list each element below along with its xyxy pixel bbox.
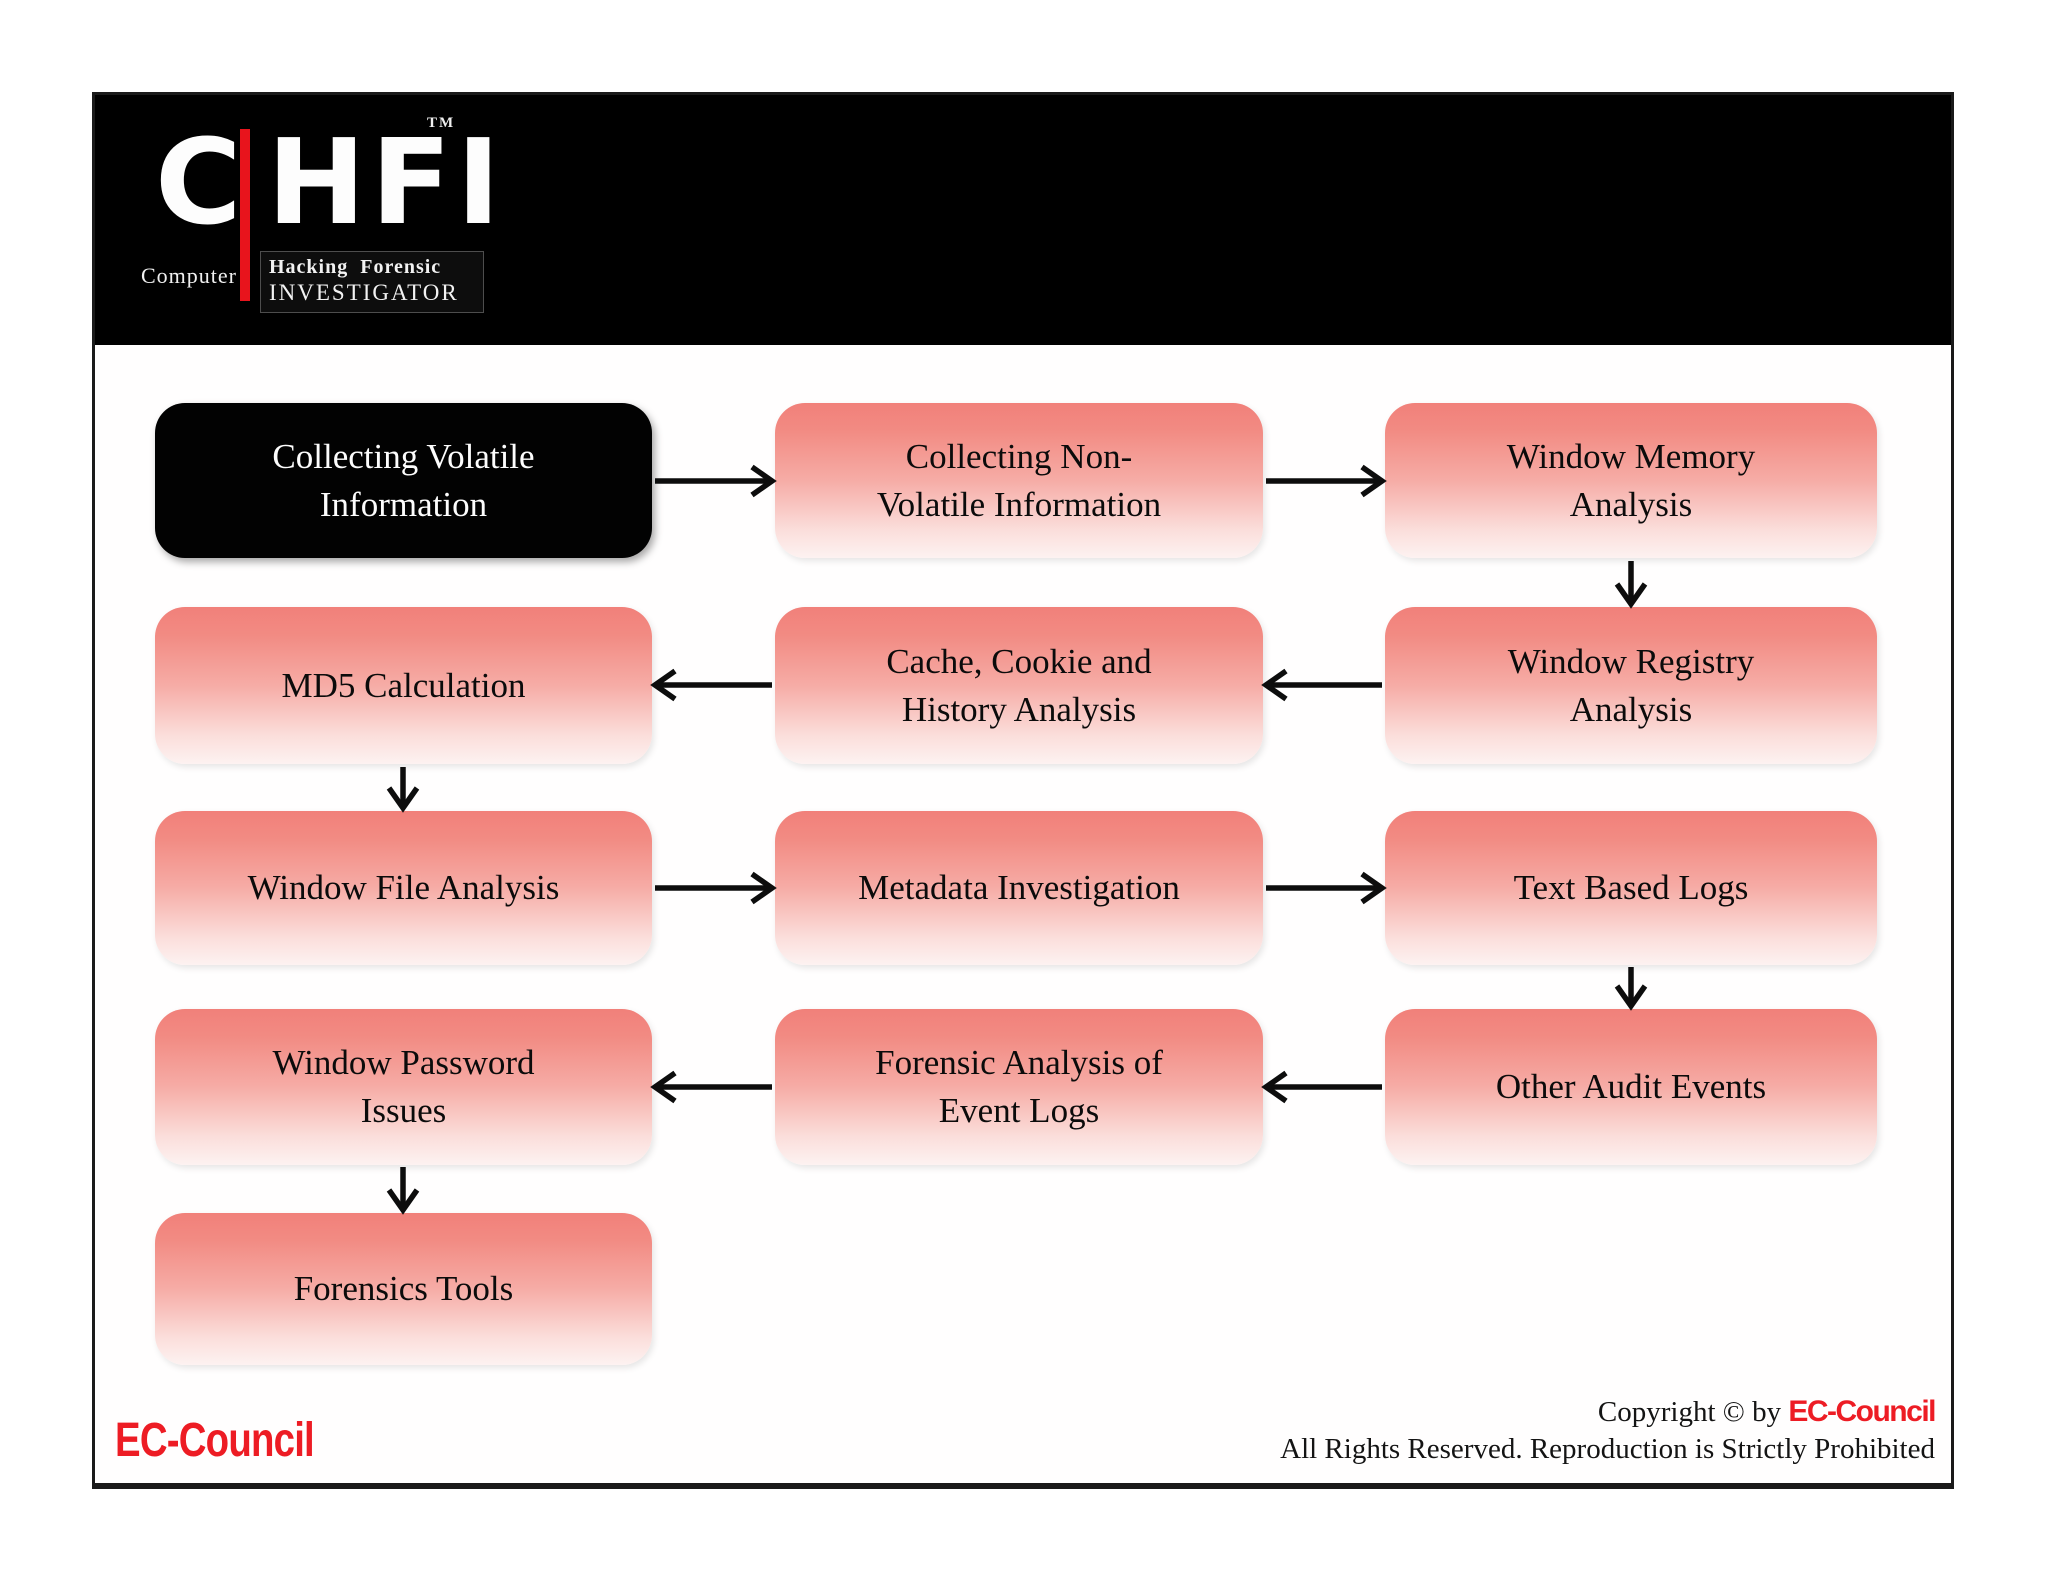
copyright-prefix: Copyright © by [1597,1396,1789,1428]
node-label-line: Text Based Logs [1513,868,1749,907]
node-label-line: MD5 Calculation [281,665,526,705]
node-collecting-volatile-information: Collecting Volatile Information [155,403,652,558]
node-label-line: Window Password [272,1043,535,1082]
chfi-logo: C HFI TM Computer Hacking Forensic INVES… [95,95,615,345]
node-label-line: Collecting Non- [905,436,1133,476]
node-window-password-issues: Window Password Issues [155,1009,652,1165]
node-forensics-tools: Forensics Tools [155,1213,652,1365]
node-cache-cookie-history-analysis: Cache, Cookie and History Analysis [775,607,1263,764]
logo-letter-c: C [155,113,242,251]
node-label-line: Event Logs [938,1091,1100,1130]
node-window-registry-analysis: Window Registry Analysis [1385,607,1877,764]
node-collecting-non-volatile-information: Collecting Non- Volatile Information [775,403,1263,558]
node-window-file-analysis: Window File Analysis [155,811,652,965]
arrow-left-icon [1261,1070,1382,1104]
node-label-line: Forensics Tools [293,1269,514,1308]
node-metadata-investigation: Metadata Investigation [775,811,1263,965]
arrow-left-icon [650,668,772,702]
copyright-brand: EC-Council [1788,1395,1936,1428]
header-banner: C HFI TM Computer Hacking Forensic INVES… [95,95,1951,345]
logo-letters-hfi: HFI [267,113,506,251]
slide: C HFI TM Computer Hacking Forensic INVES… [92,92,1954,1489]
rights-line: All Rights Reserved. Reproduction is Str… [1280,1433,1935,1465]
arrow-right-icon [1266,464,1387,498]
logo-investigator-label: INVESTIGATOR [269,280,459,305]
node-label-line: Collecting Volatile [272,436,535,476]
logo-trademark: TM [427,115,456,131]
node-label-line: Analysis [1569,484,1693,524]
node-label-line: Volatile Information [876,484,1162,524]
arrow-down-icon [1614,967,1648,1011]
logo-computer-label: Computer [141,263,237,288]
arrow-down-icon [386,1167,420,1215]
copyright-line: Copyright © by EC-Council [1280,1393,1937,1431]
arrow-left-icon [1261,668,1382,702]
arrow-down-icon [1614,561,1648,609]
node-label-line: Window File Analysis [247,868,560,907]
node-label-line: History Analysis [901,689,1137,729]
arrow-left-icon [650,1070,772,1104]
node-window-memory-analysis: Window Memory Analysis [1385,403,1877,558]
node-label-line: Analysis [1569,689,1693,729]
logo-subtitle-box: Hacking Forensic INVESTIGATOR [260,251,484,313]
node-md5-calculation: MD5 Calculation [155,607,652,764]
node-label-line: Window Memory [1506,436,1756,476]
node-text-based-logs: Text Based Logs [1385,811,1877,965]
arrow-down-icon [386,767,420,813]
arrow-right-icon [655,871,777,905]
node-label-line: Information [319,484,488,524]
logo-hacking-forensic-label: Hacking Forensic [269,256,442,278]
node-forensic-analysis-of-event-logs: Forensic Analysis of Event Logs [775,1009,1263,1165]
node-label-line: Issues [360,1091,447,1130]
node-other-audit-events: Other Audit Events [1385,1009,1877,1165]
node-label-line: Forensic Analysis of [875,1043,1163,1082]
node-label-line: Other Audit Events [1495,1067,1767,1106]
arrow-right-icon [655,464,777,498]
ec-council-logo: EC-Council [115,1414,315,1467]
node-label-line: Cache, Cookie and [886,641,1152,681]
logo-red-bar-icon [240,129,250,301]
node-label-line: Metadata Investigation [858,868,1180,907]
arrow-right-icon [1266,871,1387,905]
node-label-line: Window Registry [1507,641,1755,681]
copyright-block: Copyright © by EC-Council All Rights Res… [1280,1393,1937,1468]
